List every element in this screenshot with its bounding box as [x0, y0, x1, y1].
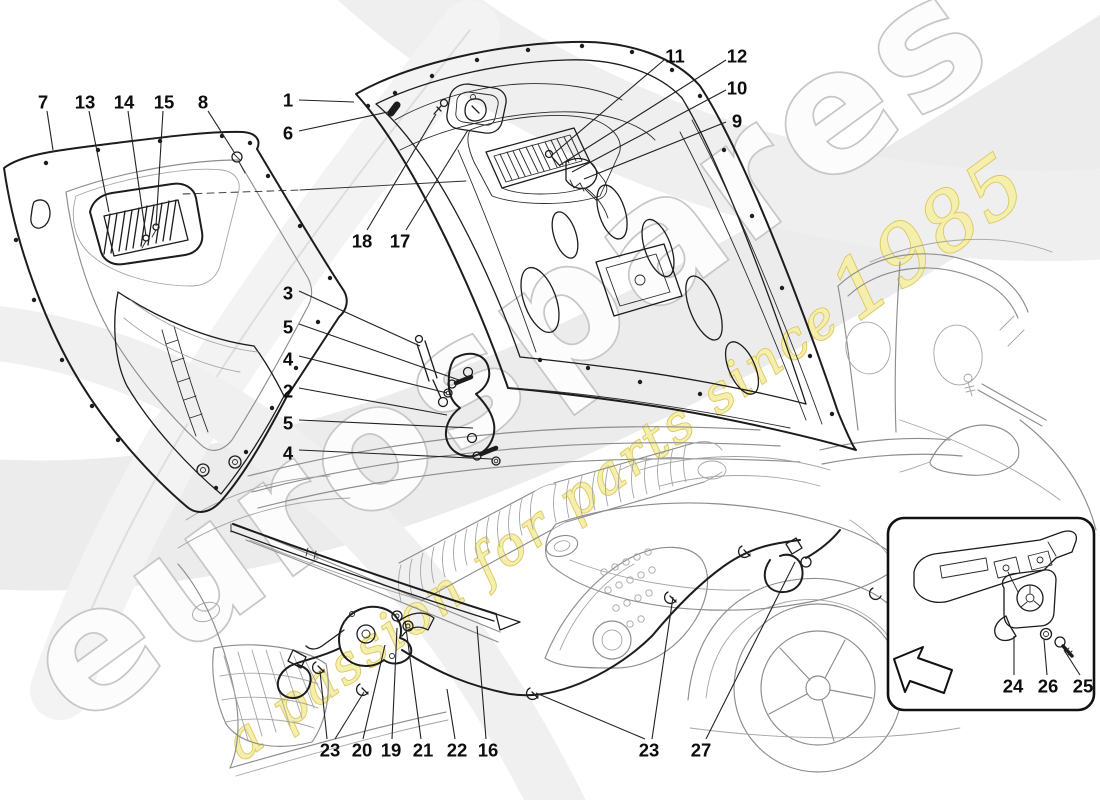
callout-label-17: 17: [390, 231, 411, 252]
callout-leader-1: [298, 99, 355, 103]
callout-label-26: 26: [1038, 676, 1059, 697]
callout-leader-5: [298, 323, 460, 381]
callout-label-23: 23: [639, 740, 660, 761]
liner-screw: [231, 151, 243, 163]
inset-box-frame: [886, 516, 1096, 712]
callout-leader-25: [1063, 649, 1081, 676]
callout-leader-5: [298, 419, 474, 429]
hinge-strut-art: [414, 334, 501, 466]
callout-leader-21: [404, 620, 422, 740]
car-body-art: [177, 238, 1097, 777]
callout-label-2: 2: [283, 381, 293, 402]
callout-label-6: 6: [283, 123, 293, 144]
callout-label-25: 25: [1073, 676, 1094, 697]
callout-label-4: 4: [283, 443, 294, 464]
callout-leader-14: [127, 110, 147, 237]
hood-art: [355, 40, 857, 451]
callout-label-12: 12: [727, 46, 748, 67]
liner-hole-dots: [13, 133, 333, 491]
callout-label-14: 14: [114, 92, 135, 113]
callout-label-15: 15: [154, 92, 175, 113]
callout-leader-19: [391, 627, 398, 740]
callout-leader-7: [46, 110, 54, 151]
callout-leader-23: [535, 692, 646, 740]
callout-leader-22: [446, 688, 456, 740]
callout-label-22: 22: [447, 740, 468, 761]
callout-leader-13: [88, 110, 110, 213]
callout-label-3: 3: [283, 283, 293, 304]
alignment-dashed-line: [182, 189, 301, 195]
callout-leader-16: [476, 625, 487, 740]
callout-leader-3: [298, 290, 421, 347]
callout-label-5: 5: [283, 413, 293, 434]
callout-leader-6: [298, 111, 389, 132]
hood-hole-dots: [365, 43, 835, 417]
callout-label-16: 16: [478, 740, 499, 761]
callout-leader-2: [298, 387, 448, 416]
hood-buffer: [387, 101, 401, 117]
callout-label-8: 8: [198, 92, 208, 113]
callout-label-11: 11: [665, 46, 685, 67]
callout-leader-27: [705, 561, 796, 740]
watermark-band-edge: [59, 29, 471, 691]
callout-label-20: 20: [352, 740, 373, 761]
callout-leader-4: [298, 355, 448, 394]
callout-leader-17: [405, 129, 469, 231]
headlight-led-dots: [600, 548, 656, 628]
callout-label-5: 5: [283, 317, 293, 338]
watermark-band: [0, 306, 586, 800]
callout-label-23: 23: [320, 740, 341, 761]
callout-label-1: 1: [283, 90, 293, 111]
callout-label-19: 19: [381, 740, 402, 761]
weatherstrip-art: [230, 523, 521, 631]
callout-leader-15: [155, 110, 164, 227]
inset-box: [886, 516, 1096, 712]
callout-label-13: 13: [75, 92, 96, 113]
callout-leader-26: [1043, 639, 1048, 676]
callout-label-27: 27: [691, 740, 712, 761]
callout-label-4: 4: [283, 349, 294, 370]
callout-leader-18: [366, 113, 437, 231]
callout-leader-11: [550, 59, 665, 157]
callout-label-7: 7: [38, 92, 48, 113]
callout-leader-9: [583, 121, 727, 180]
callout-leader-23: [334, 691, 365, 740]
hood-liner-art: [3, 130, 348, 513]
callout-label-18: 18: [352, 231, 373, 252]
callout-leader-12: [559, 59, 727, 166]
callout-leader-8: [207, 110, 235, 153]
inset-arrow-icon: [893, 646, 953, 694]
callout-label-24: 24: [1003, 676, 1024, 697]
callout-label-10: 10: [727, 78, 748, 99]
callout-label-9: 9: [732, 111, 742, 132]
callout-leader-20: [362, 644, 386, 740]
callout-label-21: 21: [413, 740, 434, 761]
callout-leader-23: [319, 670, 328, 740]
callout-leader-10: [571, 89, 727, 173]
callout-leader-23: [651, 596, 674, 740]
callout-leader-4: [298, 449, 493, 460]
